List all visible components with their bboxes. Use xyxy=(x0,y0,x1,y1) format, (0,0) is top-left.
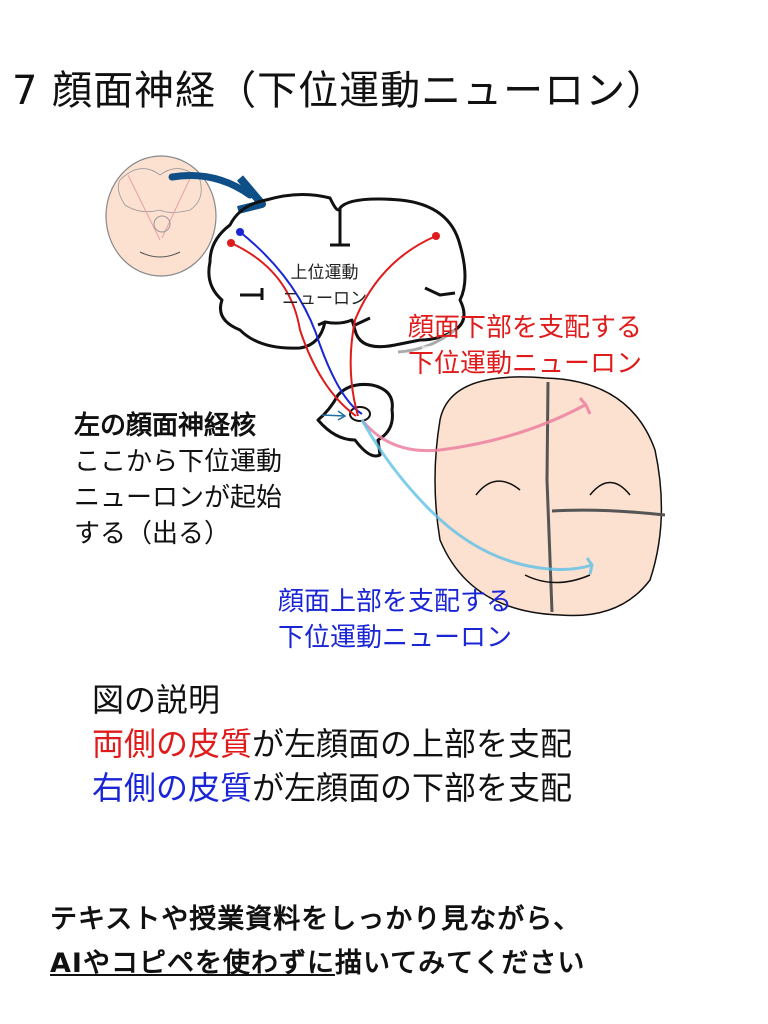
upper-face-neuron-label: 顔面上部を支配する 下位運動ニューロン xyxy=(278,584,512,656)
nucleus-line3: する（出る） xyxy=(74,519,231,549)
lower-motor-neuron-cyan xyxy=(360,419,594,575)
footer-line2-rest: 描いてみてください xyxy=(334,948,586,979)
face-illustration xyxy=(434,376,666,617)
legend-line-1: 両側の皮質が左顔面の上部を支配 xyxy=(92,722,572,766)
lower-face-neuron-label: 顔面下部を支配する 下位運動ニューロン xyxy=(408,310,642,382)
footer-line2: AIやコピペを使わずに描いてみてください xyxy=(50,942,585,986)
upper-label-line1: 上位運動 xyxy=(290,263,359,283)
footer-line1: テキストや授業資料をしっかり見ながら、 xyxy=(50,904,582,935)
red-label-line1: 顔面下部を支配する xyxy=(408,313,643,343)
thumbnail-face xyxy=(105,155,217,277)
legend-line2-rest: が左顔面の下部を支配 xyxy=(252,769,573,807)
footer-underlined: AIやコピペを使わずに xyxy=(50,948,335,979)
legend-line1-rest: が左顔面の上部を支配 xyxy=(252,725,573,763)
legend-line1-colored: 両側の皮質 xyxy=(92,725,253,763)
figure-legend: 図の説明 両側の皮質が左顔面の上部を支配 右側の皮質が左顔面の下部を支配 xyxy=(92,678,572,810)
blue-label-line2: 下位運動ニューロン xyxy=(278,623,513,653)
page-title: 7 顔面神経（下位運動ニューロン） xyxy=(12,68,668,114)
upper-label-line2: ニューロン xyxy=(282,289,367,309)
facial-nucleus-annotation: 左の顔面神経核 ここから下位運動 ニューロンが起始 する（出る） xyxy=(74,408,282,552)
upper-motor-neuron-blue xyxy=(239,231,363,415)
nucleus-title: 左の顔面神経核 xyxy=(74,411,257,441)
blue-label-line1: 顔面上部を支配する xyxy=(278,587,513,617)
legend-heading: 図の説明 xyxy=(92,681,221,719)
pointer-arrow-icon xyxy=(168,171,254,199)
upper-motor-neuron-red-left xyxy=(230,242,357,417)
upper-motor-neuron-red-right xyxy=(349,235,437,417)
legend-line-2: 右側の皮質が左顔面の下部を支配 xyxy=(92,766,572,810)
nucleus-line1: ここから下位運動 xyxy=(74,447,283,477)
upper-motor-neuron-label: 上位運動 ニューロン xyxy=(282,260,367,312)
legend-line2-colored: 右側の皮質 xyxy=(92,769,253,807)
red-label-line2: 下位運動ニューロン xyxy=(408,349,643,379)
lower-motor-neuron-pink xyxy=(360,397,592,453)
instruction-footer: テキストや授業資料をしっかり見ながら、 AIやコピペを使わずに描いてみてください xyxy=(50,898,585,986)
nucleus-line2: ニューロンが起始 xyxy=(74,483,283,513)
arrow-to-nucleus-icon xyxy=(321,410,347,421)
